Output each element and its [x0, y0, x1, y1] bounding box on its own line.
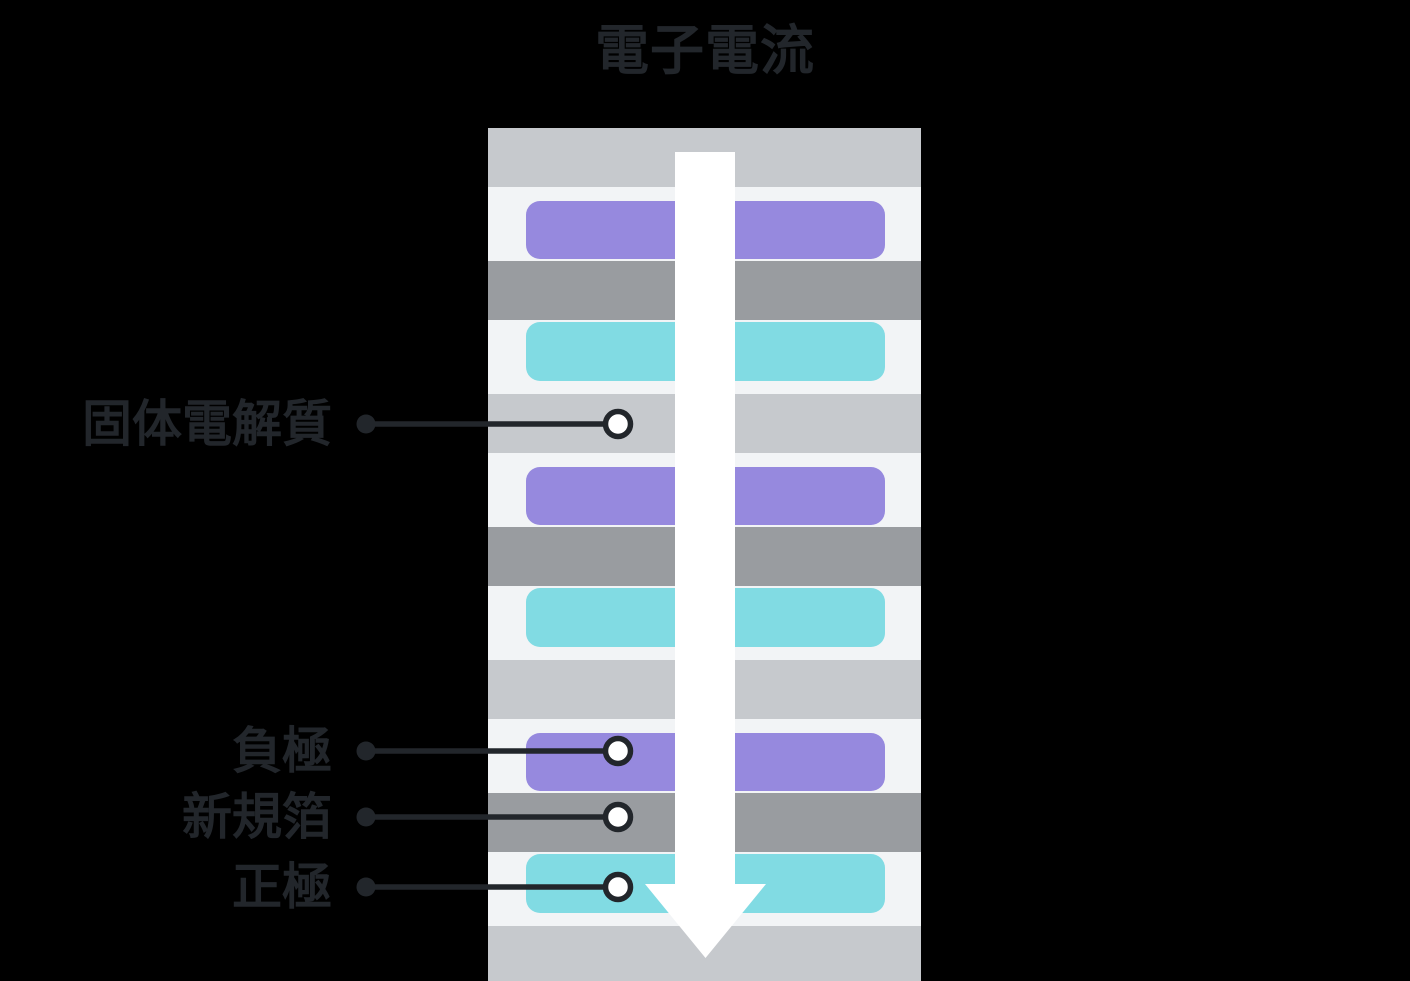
layer-cathode — [526, 322, 885, 381]
layer-cathode — [526, 854, 885, 913]
layer-foil — [488, 261, 921, 320]
layer-anode — [526, 733, 885, 791]
label-electrolyte: 固体電解質 — [82, 396, 332, 452]
layer-foil — [488, 793, 921, 852]
label-foil: 新規箔 — [182, 789, 332, 845]
layer-anode — [526, 467, 885, 525]
callout-dot-cathode — [356, 877, 376, 897]
callout-dot-foil — [356, 807, 376, 827]
callout-dot-anode — [356, 741, 376, 761]
layer-electrolyte — [488, 128, 921, 187]
layer-cathode — [526, 588, 885, 647]
layer-electrolyte — [488, 660, 921, 719]
label-cathode: 正極 — [232, 859, 332, 915]
layer-electrolyte — [488, 394, 921, 453]
layer-electrolyte — [488, 926, 921, 981]
layer-anode — [526, 201, 885, 259]
battery-stack — [488, 128, 921, 981]
layer-foil — [488, 527, 921, 586]
callout-dot-electrolyte — [356, 414, 376, 434]
diagram-title: 電子電流 — [595, 21, 815, 81]
label-anode: 負極 — [232, 723, 332, 779]
